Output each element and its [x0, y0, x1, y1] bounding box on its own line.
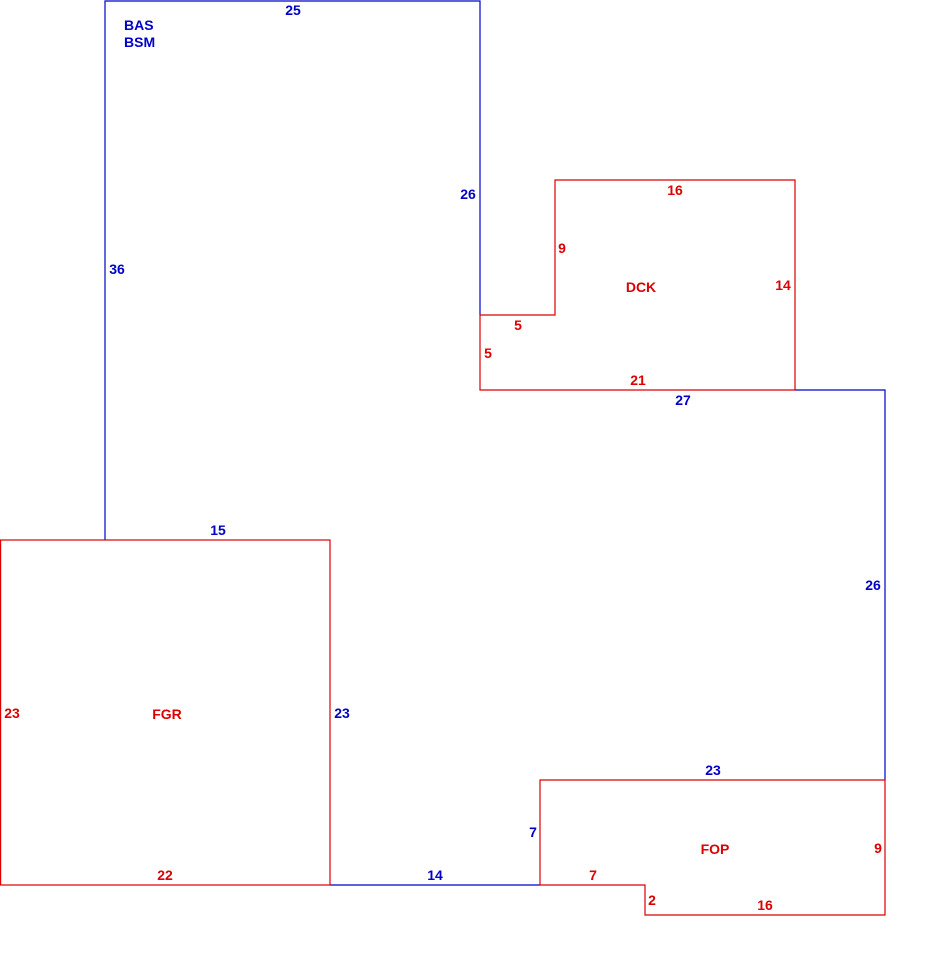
dim-fop-step-side: 2 — [648, 892, 656, 908]
bas-label: BAS — [124, 17, 154, 33]
dim-main-right-upper: 26 — [460, 186, 476, 202]
dim-main-bottom: 14 — [427, 867, 443, 883]
main-area-outline — [104, 0, 481, 540]
fop-label: FOP — [701, 841, 730, 857]
dim-main-garage-side: 23 — [334, 705, 350, 721]
dim-main-right-lower: 26 — [865, 577, 881, 593]
fgr-label: FGR — [152, 706, 182, 722]
dim-dck-top: 16 — [667, 182, 683, 198]
dck-outline — [479, 179, 796, 391]
dim-main-right-mid: 27 — [675, 392, 691, 408]
fop-outline — [539, 779, 886, 916]
dim-main-left: 36 — [109, 261, 125, 277]
bsm-label: BSM — [124, 34, 155, 50]
fgr-outline — [0, 539, 331, 886]
dim-dck-bottom: 21 — [630, 372, 646, 388]
dck-label: DCK — [626, 279, 656, 295]
dim-dck-left: 9 — [558, 240, 566, 256]
dim-main-porch-side: 7 — [529, 824, 537, 840]
dim-main-top: 25 — [285, 2, 301, 18]
dim-main-porch-top: 23 — [705, 762, 721, 778]
dim-fop-step-top: 7 — [589, 867, 597, 883]
dim-main-garage-top: 15 — [210, 522, 226, 538]
dim-fgr-left: 23 — [4, 705, 20, 721]
dim-dck-step-top: 5 — [514, 317, 522, 333]
dim-dck-step-left: 5 — [484, 345, 492, 361]
main-area-outline-right — [795, 389, 886, 780]
dim-dck-right: 14 — [775, 277, 791, 293]
dim-fop-bottom: 16 — [757, 897, 773, 913]
dim-fop-right: 9 — [874, 840, 882, 856]
dim-fgr-bottom: 22 — [157, 867, 173, 883]
